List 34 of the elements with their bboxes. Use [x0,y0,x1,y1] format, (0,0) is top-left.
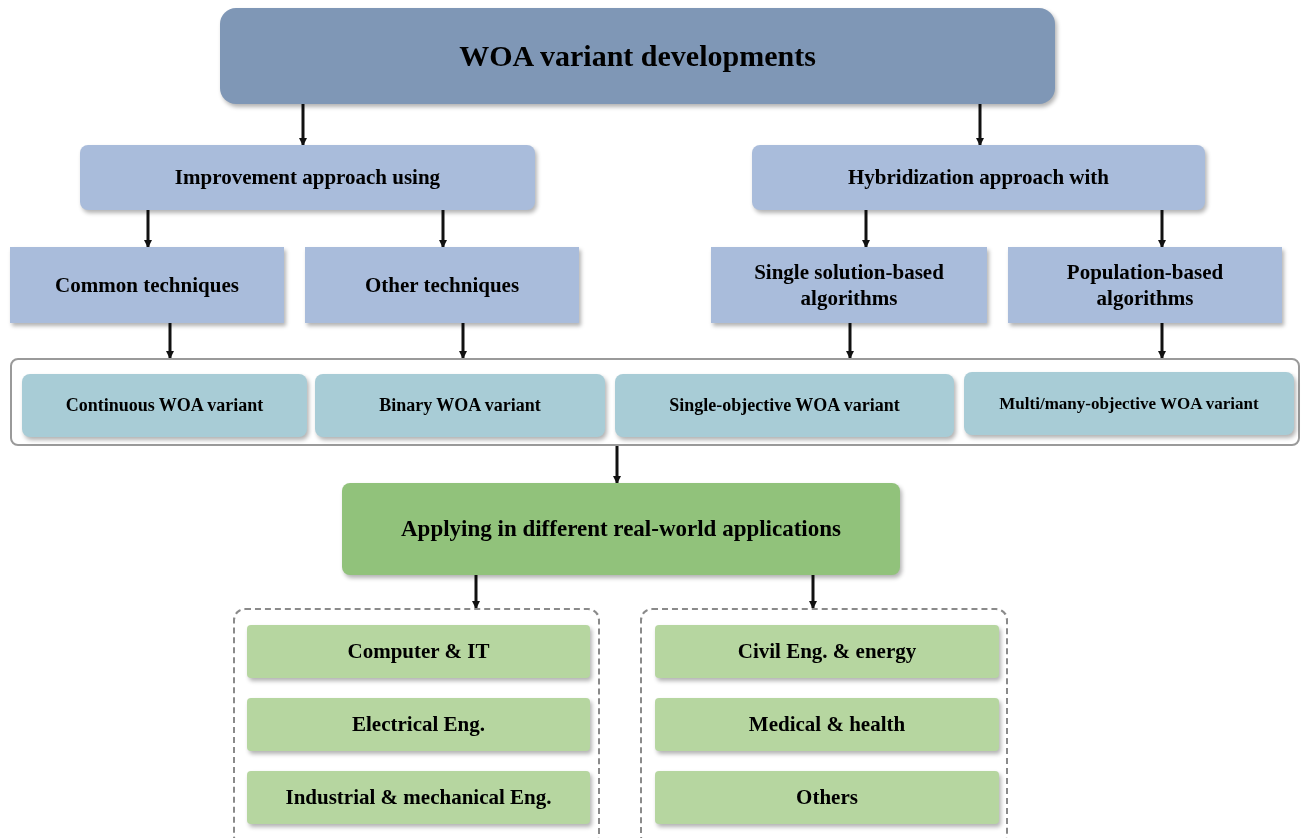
variant-box: Multi/many-objective WOA variant [964,372,1294,435]
variant-box: Binary WOA variant [315,374,605,437]
domain-box: Others [655,771,999,824]
arrow [1158,210,1166,248]
domain-box: Industrial & mechanical Eng. [247,771,590,824]
domain-box: Electrical Eng. [247,698,590,751]
category-box: Improvement approach using [80,145,535,210]
group-frame [10,358,1300,446]
arrow [459,323,467,359]
arrow [439,210,447,248]
arrow [166,323,174,359]
arrow [846,323,854,359]
arrow [299,104,307,146]
arrow [809,575,817,609]
technique-box: Other techniques [305,247,579,323]
title-box: WOA variant developments [220,8,1055,104]
algorithm-box: Single solution-based algorithms [711,247,987,323]
technique-box: Common techniques [10,247,284,323]
category-box: Hybridization approach with [752,145,1205,210]
domain-box: Computer & IT [247,625,590,678]
domain-box: Civil Eng. & energy [655,625,999,678]
arrow [976,104,984,146]
arrow [472,575,480,609]
arrow [862,210,870,248]
group-frame [233,608,600,838]
application-box: Applying in different real-world applications [342,483,900,575]
domain-box: Medical & health [655,698,999,751]
variant-box: Continuous WOA variant [22,374,307,437]
group-frame [640,608,1008,838]
arrow [613,446,621,484]
arrow [1158,323,1166,359]
algorithm-box: Population-based algorithms [1008,247,1282,323]
arrow [144,210,152,248]
variant-box: Single-objective WOA variant [615,374,954,437]
